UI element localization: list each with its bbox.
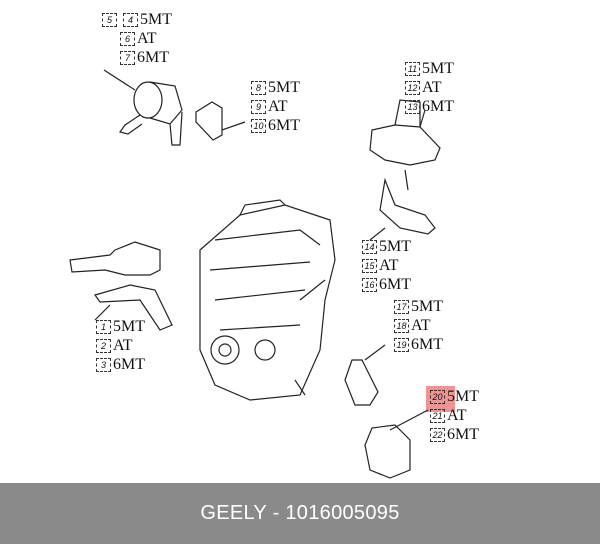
variant-label: 6MT bbox=[379, 275, 411, 293]
mount-1-3-drawing bbox=[69, 241, 173, 331]
diagram-drawings bbox=[69, 69, 441, 479]
variant-label: AT bbox=[113, 336, 133, 354]
variant-label: AT bbox=[137, 29, 157, 47]
engine-drawing bbox=[199, 199, 336, 401]
part-number-box: 14 bbox=[362, 239, 377, 254]
bracket-8-10-drawing bbox=[195, 101, 246, 141]
variant-label: AT bbox=[422, 78, 442, 96]
part-number-box: 15 bbox=[362, 258, 377, 273]
variant-label: AT bbox=[379, 256, 399, 274]
part-number-box: 22 bbox=[430, 427, 445, 442]
variant-label: 6MT bbox=[411, 335, 443, 353]
part-number-box: 12 bbox=[405, 80, 420, 95]
variant-label: 5MT bbox=[113, 317, 145, 335]
part-number-box-highlighted: 20 bbox=[430, 389, 445, 404]
variant-label: AT bbox=[411, 316, 431, 334]
part-number-box: 7 bbox=[120, 50, 135, 65]
part-number-box: 6 bbox=[120, 31, 135, 46]
variant-label: AT bbox=[268, 97, 288, 115]
part-number-box: 8 bbox=[251, 80, 266, 95]
footer-caption: GEELY - 1016005095 bbox=[0, 483, 600, 544]
part-number-box: 2 bbox=[96, 338, 111, 353]
mount-20-22-drawing bbox=[364, 409, 429, 479]
variant-label: 6MT bbox=[447, 425, 479, 443]
part-number-box: 10 bbox=[251, 118, 266, 133]
variant-label: 5MT bbox=[379, 237, 411, 255]
part-number-box: 9 bbox=[251, 99, 266, 114]
part-number-box: 11 bbox=[405, 61, 420, 76]
mount-4-7-drawing bbox=[103, 69, 183, 146]
variant-label: 6MT bbox=[113, 355, 145, 373]
mount-11-13-drawing bbox=[369, 99, 441, 241]
variant-label: 5MT bbox=[422, 59, 454, 77]
part-number-box: 3 bbox=[96, 357, 111, 372]
part-number-box: 18 bbox=[394, 318, 409, 333]
part-number-box: 21 bbox=[430, 408, 445, 423]
variant-label: 5MT bbox=[268, 78, 300, 96]
variant-label: 5MT bbox=[447, 387, 479, 405]
part-number-box: 4 bbox=[123, 12, 138, 27]
part-number-box: 16 bbox=[362, 277, 377, 292]
part-number-box: 5 bbox=[102, 12, 117, 27]
variant-label: 6MT bbox=[268, 116, 300, 134]
part-number-box: 19 bbox=[394, 337, 409, 352]
bracket-17-19-drawing bbox=[344, 344, 386, 406]
variant-label: 6MT bbox=[422, 97, 454, 115]
part-number-box: 13 bbox=[405, 99, 420, 114]
variant-label: 5MT bbox=[411, 297, 443, 315]
variant-label: 5MT bbox=[140, 10, 172, 28]
variant-label: 6MT bbox=[137, 48, 169, 66]
part-number-box: 17 bbox=[394, 299, 409, 314]
variant-label: AT bbox=[447, 406, 467, 424]
part-number-box: 1 bbox=[96, 319, 111, 334]
